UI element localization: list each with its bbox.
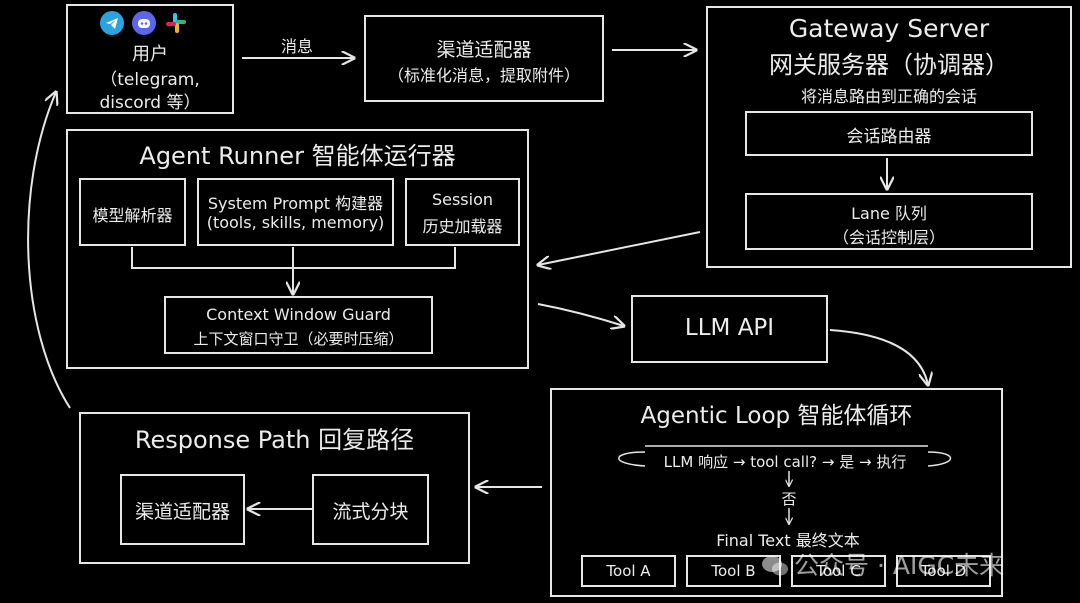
channel-adapter-title: 渠道适配器 xyxy=(436,39,532,61)
llm-api-label: LLM API xyxy=(684,315,775,341)
agent-runner-box xyxy=(66,129,529,369)
lane-queue-line2: （会话控制层） xyxy=(832,228,945,247)
session-router-label: 会话路由器 xyxy=(846,127,932,147)
channel-adapter-subtitle: （标准化消息，提取附件） xyxy=(387,66,580,85)
context-window-guard-box xyxy=(164,296,433,354)
tool-label: Tool B xyxy=(711,562,756,580)
tool-box xyxy=(791,555,886,587)
stream-chunk-box xyxy=(312,474,429,545)
arrow-gateway-to-runner xyxy=(538,231,701,265)
gateway-title: Gateway Server xyxy=(788,14,990,43)
lane-queue-line1: Lane 队列 xyxy=(851,204,927,223)
gateway-subtitle: 将消息路由到正确的会话 xyxy=(800,87,977,106)
llm-api-box xyxy=(631,295,828,363)
tool-box xyxy=(581,555,676,587)
loop-final-text: Final Text 最终文本 xyxy=(716,531,860,550)
edge-label-message: 消息 xyxy=(280,37,313,56)
gateway-title-cn: 网关服务器（协调器） xyxy=(769,51,1009,79)
session-loader-line2: 历史加载器 xyxy=(422,217,503,236)
session-router-box xyxy=(745,111,1033,156)
prompt-builder-box xyxy=(197,178,394,246)
arrow-response-to-user xyxy=(27,92,71,409)
user-box xyxy=(66,4,234,114)
context-window-guard-line1: Context Window Guard xyxy=(206,305,391,324)
arrow-llm-to-loop xyxy=(829,329,928,385)
response-channel-adapter-label: 渠道适配器 xyxy=(134,501,230,523)
agentic-loop-title: Agentic Loop 智能体循环 xyxy=(640,403,913,429)
session-loader-box xyxy=(405,178,520,246)
prompt-builder-line1: System Prompt 构建器 xyxy=(207,194,384,213)
model-parser-label: 模型解析器 xyxy=(92,206,173,225)
tool-box xyxy=(896,555,991,587)
loop-response-text: LLM 响应 → tool call? → 是 → 执行 xyxy=(663,453,907,471)
response-channel-adapter-box xyxy=(120,474,245,545)
gateway-server-box xyxy=(706,6,1072,268)
response-path-box xyxy=(79,412,470,564)
wechat-icon xyxy=(762,556,788,576)
model-parser-box xyxy=(79,178,186,246)
discord-icon xyxy=(132,11,156,35)
slack-icon xyxy=(164,11,188,35)
agent-runner-title: Agent Runner 智能体运行器 xyxy=(139,142,456,170)
telegram-icon xyxy=(100,11,124,35)
context-window-guard-line2: 上下文窗口守卫（必要时压缩） xyxy=(193,330,404,348)
prompt-builder-line2: (tools, skills, memory) xyxy=(206,213,385,232)
tool-label: Tool A xyxy=(606,562,651,580)
lane-queue-box xyxy=(745,193,1033,250)
tool-label: Tool C xyxy=(816,562,861,580)
session-loader-line1: Session xyxy=(431,190,494,209)
tool-box xyxy=(686,555,781,587)
user-title: 用户 xyxy=(132,44,168,65)
arrow-runner-to-llm xyxy=(537,303,624,326)
tool-label: Tool D xyxy=(920,562,967,580)
response-path-title: Response Path 回复路径 xyxy=(134,426,415,454)
channel-adapter-box xyxy=(364,15,604,102)
agentic-loop-box xyxy=(550,388,1003,597)
user-line2: （telegram, xyxy=(100,70,200,90)
loop-no-label: 否 xyxy=(781,490,797,508)
stream-chunk-label: 流式分块 xyxy=(332,501,409,523)
user-line3: discord 等） xyxy=(99,93,201,113)
watermark-text: 公众号 · AIGC未来 xyxy=(794,551,1005,580)
watermark: 公众号 · AIGC未来 xyxy=(760,546,1004,582)
